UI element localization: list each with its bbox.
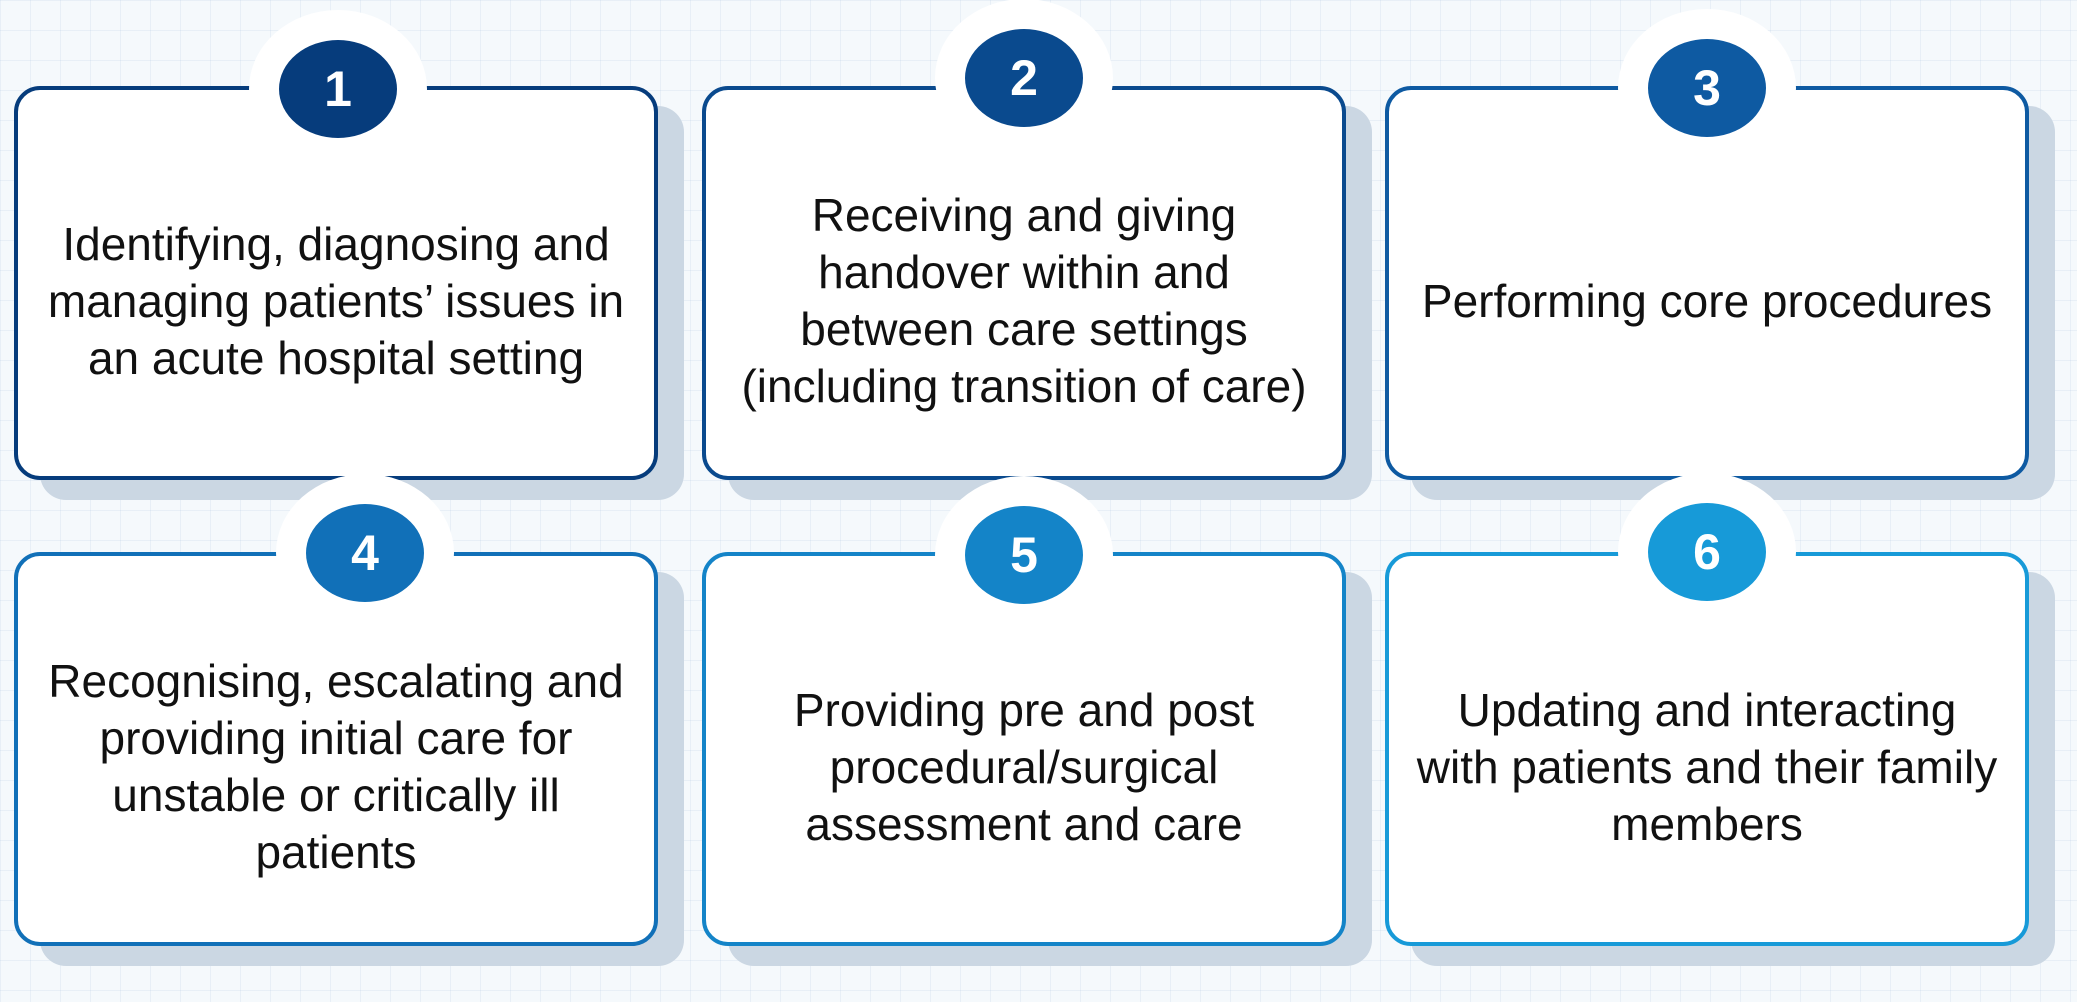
step-card-3: Performing core procedures [1385, 86, 2029, 480]
step-number-badge-3: 3 [1648, 39, 1766, 137]
step-card-1: Identifying, diagnosing and managing pat… [14, 86, 658, 480]
step-number-badge-6: 6 [1648, 503, 1766, 601]
step-number-badge-2: 2 [965, 29, 1083, 127]
step-text-2: Receiving and giving handover within and… [741, 189, 1307, 412]
step-text-4: Recognising, escalating and providing in… [48, 655, 624, 878]
step-number-badge-1: 1 [279, 40, 397, 138]
step-card-5: Providing pre and post procedural/surgic… [702, 552, 1346, 946]
step-text-1: Identifying, diagnosing and managing pat… [47, 217, 625, 384]
step-card-6: Updating and interacting with patients a… [1385, 552, 2029, 946]
step-text-3: Performing core procedures [1421, 274, 1993, 327]
step-text-6: Updating and interacting with patients a… [1416, 683, 1998, 850]
step-text-5: Providing pre and post procedural/surgic… [793, 683, 1255, 850]
step-card-2: Receiving and giving handover within and… [702, 86, 1346, 480]
step-number-badge-5: 5 [965, 506, 1083, 604]
step-number-badge-4: 4 [306, 504, 424, 602]
step-card-4: Recognising, escalating and providing in… [14, 552, 658, 946]
